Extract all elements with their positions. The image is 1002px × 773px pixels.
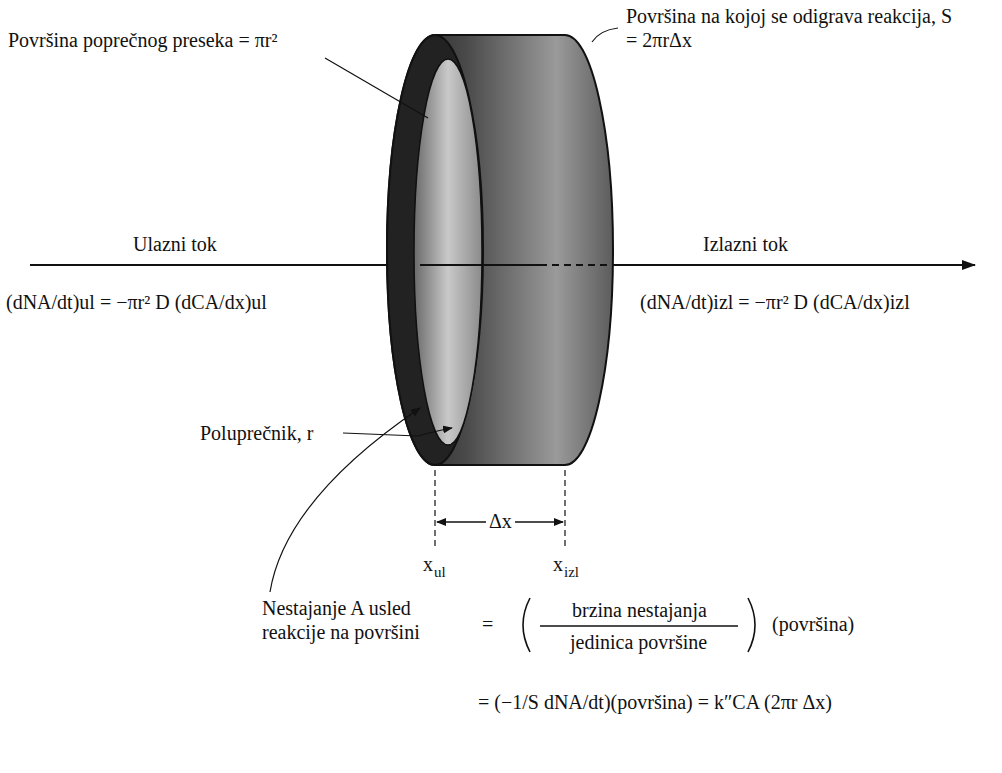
radius-label: Poluprečnik, r <box>200 421 313 445</box>
flow-axis <box>30 264 420 266</box>
outflow-equation: (dNA/dt)izl = −πr² D (dCA/dx)izl <box>640 290 910 314</box>
ring-band <box>387 35 613 465</box>
ring-hole <box>414 59 482 445</box>
fraction-denominator: jedinica površine <box>570 630 707 654</box>
consumption-label: Nestajanje A usled reakcije na površini <box>262 596 472 644</box>
inflow-label: Ulazni tok <box>130 232 220 256</box>
paren <box>748 598 755 652</box>
radius-arrow <box>418 428 452 436</box>
position-symbol: x <box>553 552 563 576</box>
flow-axis <box>420 264 540 266</box>
position-subscript: ul <box>434 563 446 581</box>
leader-line <box>325 58 428 118</box>
inflow-equation: (dNA/dt)ul = −πr² D (dCA/dx)ul <box>6 290 267 314</box>
flow-axis-hidden <box>540 264 612 266</box>
position-symbol: x <box>423 552 433 576</box>
leader-line <box>343 433 418 436</box>
flow-axis <box>612 264 975 266</box>
paren <box>523 598 530 652</box>
cross-section-label: Površina poprečnog preseka = πr² <box>8 28 278 52</box>
dimension-label: Δx <box>486 509 515 533</box>
ring-face <box>387 35 483 465</box>
reaction-surface-label: Površina na kojoj se odigrava reakcija, … <box>626 4 956 52</box>
dimension-tick <box>434 470 435 548</box>
area-factor: (površina) <box>772 612 854 636</box>
position-subscript: izl <box>564 563 579 581</box>
dimension-tick <box>564 470 565 548</box>
fraction-numerator: brzina nestajanja <box>572 598 707 622</box>
equals-sign: = <box>482 612 493 636</box>
leader-line <box>592 28 618 42</box>
rate-equation: = (−1/S dNA/dt)(površina) = k″CA (2πr Δx… <box>478 690 832 714</box>
outflow-label: Izlazni tok <box>700 232 791 256</box>
fraction-bar <box>540 625 738 627</box>
